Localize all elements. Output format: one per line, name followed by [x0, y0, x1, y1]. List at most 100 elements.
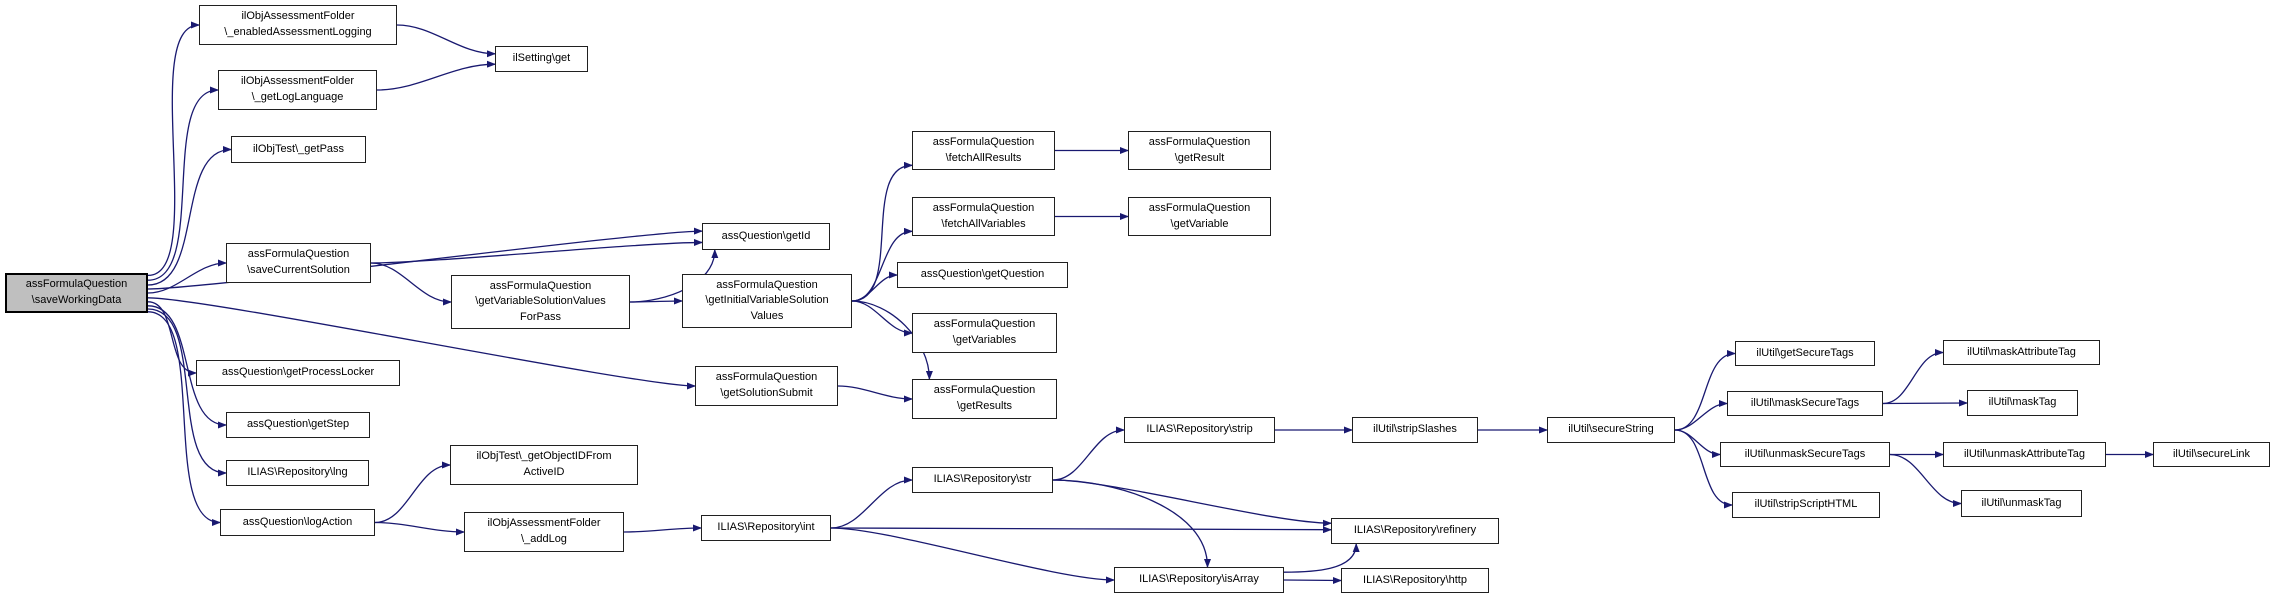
node-label-line: \fetchAllVariables	[941, 217, 1026, 230]
node-label-line: assFormulaQuestion	[489, 279, 592, 292]
node-get-question[interactable]: assQuestion\getQuestion	[897, 262, 1068, 288]
node-enabled-assessment-logging[interactable]: ilObjAssessmentFolder \_enabledAssessment…	[199, 5, 397, 45]
node-label-line: ILIAS\Repository\isArray	[1139, 573, 1259, 586]
node-ilsetting-get[interactable]: ilSetting\get	[495, 46, 588, 72]
node-label-line: ilObjAssessmentFolder	[241, 10, 355, 23]
node-label-line: ILIAS\Repository\int	[717, 521, 815, 534]
node-get-process-locker[interactable]: assQuestion\getProcessLocker	[196, 360, 400, 386]
node-get-id[interactable]: assQuestion\getId	[702, 223, 830, 250]
node-label-line: assQuestion\getQuestion	[920, 268, 1045, 281]
node-repository-strip[interactable]: ILIAS\Repository\strip	[1124, 417, 1275, 443]
edge-get-log-language--ilsetting-get	[376, 60, 496, 91]
edge-unmask-secure-tags--unmask-tag	[1889, 453, 1962, 507]
node-get-step[interactable]: assQuestion\getStep	[226, 412, 370, 438]
node-unmask-tag[interactable]: ilUtil\unmaskTag	[1961, 490, 2082, 517]
node-label-line: ActiveID	[523, 466, 565, 478]
node-label-line: \getResults	[956, 400, 1013, 412]
node-label-line: assFormulaQuestion	[1148, 135, 1251, 148]
edge-get-solution-submit--get-results	[837, 385, 913, 403]
node-label-line: ilObjAssessmentFolder	[487, 517, 601, 530]
node-get-pass[interactable]: ilObjTest\_getPass	[231, 136, 366, 163]
node-strip-slashes[interactable]: ilUtil\stripSlashes	[1352, 417, 1478, 443]
node-repository-refinery[interactable]: ILIAS\Repository\refinery	[1331, 518, 1499, 544]
edge-get-initial-variable-solution-values--get-question	[851, 271, 898, 302]
node-get-results[interactable]: assFormulaQuestion\getResults	[912, 379, 1057, 419]
node-label-line: ilUtil\maskAttributeTag	[1967, 345, 2076, 358]
edge-repository-is-array--repository-http	[1283, 576, 1342, 584]
node-label-line: assFormulaQuestion	[715, 371, 818, 384]
node-label-line: assFormulaQuestion	[932, 135, 1035, 148]
edge-get-variable-solution-values-for-pass--get-initial-variable-solution-values	[629, 297, 683, 305]
node-repository-http[interactable]: ILIAS\Repository\http	[1341, 568, 1489, 593]
node-secure-link[interactable]: ilUtil\secureLink	[2153, 442, 2270, 467]
edge-get-initial-variable-solution-values--get-variables	[851, 300, 913, 337]
node-label-line: \fetchAllResults	[945, 151, 1022, 164]
edge-secure-string--get-secure-tags	[1674, 350, 1736, 431]
node-strip-script-html[interactable]: ilUtil\stripScriptHTML	[1732, 492, 1880, 518]
node-mask-attribute-tag[interactable]: ilUtil\maskAttributeTag	[1943, 340, 2100, 365]
edge-secure-string--mask-secure-tags	[1674, 400, 1728, 431]
node-label-line: \saveCurrentSolution	[247, 264, 350, 276]
node-label-line: \getVariables	[952, 334, 1017, 346]
node-repository-is-array[interactable]: ILIAS\Repository\isArray	[1114, 567, 1284, 593]
node-label-line: ILIAS\Repository\refinery	[1353, 524, 1477, 537]
edge-save-working-data--log-action	[147, 311, 221, 526]
edge-mask-secure-tags--mask-attribute-tag	[1882, 349, 1944, 405]
node-label-line: ilUtil\unmaskTag	[1981, 496, 2062, 509]
edge-save-working-data--save-current-solution	[147, 259, 227, 294]
node-repository-int[interactable]: ILIAS\Repository\int	[701, 515, 831, 541]
node-label-line: ilObjAssessmentFolder	[240, 75, 355, 88]
node-label-line: ilSetting\get	[512, 52, 571, 65]
node-label-line: assFormulaQuestion	[1148, 201, 1251, 214]
node-label-line: assQuestion\getStep	[246, 418, 350, 431]
node-log-action[interactable]: assQuestion\logAction	[220, 509, 375, 536]
edge-save-working-data--get-log-language	[147, 86, 219, 281]
edge-repository-int--repository-str	[830, 476, 913, 529]
node-unmask-secure-tags[interactable]: ilUtil\unmaskSecureTags	[1720, 442, 1890, 467]
node-get-variable[interactable]: assFormulaQuestion\getVariable	[1128, 197, 1271, 236]
node-mask-tag[interactable]: ilUtil\maskTag	[1967, 390, 2078, 416]
node-label-line: assFormulaQuestion	[933, 318, 1036, 331]
node-repository-lng[interactable]: ILIAS\Repository\lng	[226, 460, 369, 486]
node-get-initial-variable-solution-values[interactable]: assFormulaQuestion \getInitialVariableSol…	[682, 274, 852, 328]
node-unmask-attribute-tag[interactable]: ilUtil\unmaskAttributeTag	[1943, 442, 2106, 467]
edge-log-action--add-log	[374, 521, 465, 536]
node-label-line: assQuestion\logAction	[242, 515, 353, 528]
node-get-solution-submit[interactable]: assFormulaQuestion\getSolutionSubmit	[695, 366, 838, 406]
node-get-variable-solution-values-for-pass[interactable]: assFormulaQuestion \getVariableSolutionVa…	[451, 275, 630, 329]
node-get-variables[interactable]: assFormulaQuestion \getVariables	[912, 313, 1057, 353]
node-label-line: \getVariableSolutionValues	[475, 295, 606, 308]
edge-mask-secure-tags--mask-tag	[1882, 399, 1968, 407]
edge-save-working-data--get-step	[147, 305, 227, 429]
edge-repository-str--repository-is-array	[1052, 479, 1211, 568]
node-label-line: assFormulaQuestion	[716, 278, 818, 291]
node-add-log[interactable]: ilObjAssessmentFolder\_addLog	[464, 512, 624, 552]
node-label-line: \_enabledAssessmentLogging	[224, 26, 372, 38]
node-label-line: \getInitialVariableSolution	[705, 294, 829, 307]
edge-repository-is-array--repository-refinery	[1283, 543, 1360, 573]
node-label-line: ILIAS\Repository\strip	[1146, 423, 1253, 436]
edge-save-current-solution--get-variable-solution-values-for-pass	[370, 262, 452, 306]
node-secure-string[interactable]: ilUtil\secureString	[1547, 417, 1675, 443]
node-mask-secure-tags[interactable]: ilUtil\maskSecureTags	[1727, 391, 1883, 416]
node-label-line: ilObjTest\_getObjectIDFrom	[476, 450, 612, 463]
node-fetch-all-results[interactable]: assFormulaQuestion \fetchAllResults	[912, 131, 1055, 170]
node-get-secure-tags[interactable]: ilUtil\getSecureTags	[1735, 341, 1875, 366]
node-save-current-solution[interactable]: assFormulaQuestion\saveCurrentSolution	[226, 243, 371, 283]
edge-save-current-solution--get-id	[370, 238, 703, 264]
edge-enabled-assessment-logging--ilsetting-get	[396, 24, 496, 58]
node-label-line: ilUtil\secureString	[1568, 423, 1654, 436]
node-get-result[interactable]: assFormulaQuestion\getResult	[1128, 131, 1271, 170]
node-save-working-data[interactable]: assFormulaQuestion\saveWorkingData	[5, 273, 148, 313]
node-label-line: ilUtil\unmaskSecureTags	[1744, 447, 1866, 460]
node-repository-str[interactable]: ILIAS\Repository\str	[912, 467, 1053, 493]
node-fetch-all-variables[interactable]: assFormulaQuestion\fetchAllVariables	[912, 197, 1055, 236]
edge-add-log--repository-int	[623, 524, 702, 533]
edge-save-working-data--enabled-assessment-logging	[147, 21, 200, 277]
edge-repository-str--repository-strip	[1052, 426, 1125, 481]
edge-save-working-data--repository-lng	[147, 308, 227, 477]
node-get-log-language[interactable]: ilObjAssessmentFolder\_getLogLanguage	[218, 70, 377, 110]
node-label-line: ilUtil\unmaskAttributeTag	[1963, 447, 2086, 460]
